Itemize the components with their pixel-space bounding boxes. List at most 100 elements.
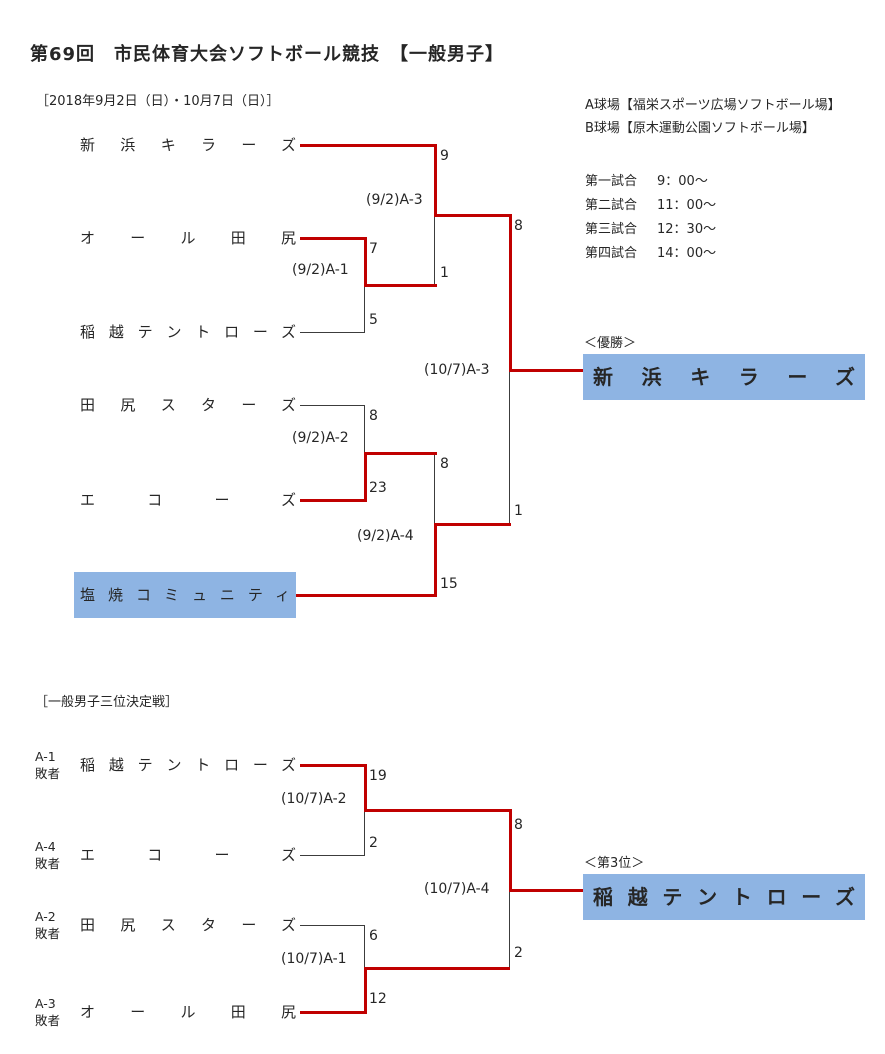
seed-loser-text: 敗者 xyxy=(35,1013,61,1028)
bracket-line xyxy=(364,285,365,333)
team-name-all-tajiri-3rd: オール田尻 xyxy=(80,1003,296,1021)
schedule-time: 14：00～ xyxy=(657,246,717,261)
team-name-echoes-3rd: エコーズ xyxy=(80,846,296,864)
bracket-line-winner xyxy=(509,214,512,372)
bracket-line-winner xyxy=(364,237,367,287)
bracket-line-winner xyxy=(434,144,437,216)
team-name-tajiri-stars-3rd: 田尻スターズ xyxy=(80,916,296,934)
team-name-echoes: エコーズ xyxy=(80,491,296,509)
bracket-line-winner xyxy=(509,889,584,892)
schedule-row: 第四試合 14：00～ xyxy=(585,242,716,266)
bracket-line-winner xyxy=(300,764,365,767)
schedule-time: 9：00～ xyxy=(657,174,708,189)
schedule-time: 11：00～ xyxy=(657,198,717,213)
seed-loser-text: 敗者 xyxy=(35,926,61,941)
bracket-line xyxy=(300,405,365,406)
bracket-line xyxy=(434,453,435,525)
bracket-line xyxy=(509,890,510,969)
bracket-line-winner xyxy=(364,452,367,502)
seed-label-a2-loser: A-2 敗者 xyxy=(35,908,60,942)
score-inagoshi-semi: 19 xyxy=(369,768,387,784)
bracket-line-winner xyxy=(296,594,435,597)
seed-loser-text: 敗者 xyxy=(35,766,61,781)
team-name-inagoshi-tent-rose-3rd: 稲越テントローズ xyxy=(80,756,296,774)
bracket-line-winner xyxy=(300,499,365,502)
game-label-a3: (9/2)A-3 xyxy=(366,192,423,208)
bracket-line-winner xyxy=(364,967,510,970)
game-label-a1: (9/2)A-1 xyxy=(292,262,349,278)
score-a3-winner-final: 8 xyxy=(514,218,523,234)
bracket-line xyxy=(300,855,365,856)
bracket-line-winner xyxy=(364,452,437,455)
schedule-label: 第三試合 xyxy=(585,222,638,237)
schedule-row: 第一試合 9：00～ xyxy=(585,170,716,194)
score-echoes-semi: 2 xyxy=(369,835,378,851)
score-shioyaki-a4: 15 xyxy=(440,576,458,592)
bracket-line-winner xyxy=(434,523,511,526)
bracket-line-winner xyxy=(434,523,437,597)
bracket-line-winner xyxy=(364,764,367,812)
schedule-row: 第三試合 12：30～ xyxy=(585,218,716,242)
third-place-team-name: 稲越テントローズ xyxy=(593,885,855,909)
team-name-inagoshi-tent-rose: 稲越テントローズ xyxy=(80,323,296,341)
score-a2-winner-a4: 8 xyxy=(440,456,449,472)
bracket-line-winner xyxy=(364,967,367,1014)
score-all-tajiri-semi: 12 xyxy=(369,991,387,1007)
bracket-line-winner xyxy=(300,237,365,240)
bracket-line xyxy=(509,370,510,524)
team-name-shioyaki-community: 塩焼コミュニティ xyxy=(80,586,290,604)
bracket-line-winner xyxy=(364,284,437,287)
bracket-line-winner xyxy=(509,809,512,892)
date-note: ［2018年9月2日（日）・10月7日（日）］ xyxy=(36,94,280,109)
third-place-label: ＜第3位＞ xyxy=(584,856,645,871)
game-label-107-a2: (10/7)A-2 xyxy=(281,791,347,807)
third-place-section-title: ［一般男子三位決定戦］ xyxy=(35,695,179,710)
team-name-tajiri-stars: 田尻スターズ xyxy=(80,396,296,414)
score-semi-top-winner: 8 xyxy=(514,817,523,833)
game-label-a4: (9/2)A-4 xyxy=(357,528,414,544)
team-name-all-tajiri: オール田尻 xyxy=(80,229,296,247)
bracket-line-winner xyxy=(364,809,510,812)
bracket-line xyxy=(364,405,365,453)
score-a4-winner-final: 1 xyxy=(514,503,523,519)
game-label-107-a1: (10/7)A-1 xyxy=(281,951,347,967)
score-inagoshi-a1: 5 xyxy=(369,312,378,328)
schedule-row: 第二試合 11：00～ xyxy=(585,194,716,218)
champion-box: 新浜キラーズ xyxy=(583,354,865,400)
venue-b-label: B球場【原木運動公園ソフトボール場】 xyxy=(585,121,815,136)
bracket-line xyxy=(300,332,365,333)
bracket-line-winner xyxy=(434,214,511,217)
champion-label: ＜優勝＞ xyxy=(584,336,637,351)
seed-label-a1-loser: A-1 敗者 xyxy=(35,748,60,782)
seed-code: A-2 xyxy=(35,909,56,924)
game-label-a2: (9/2)A-2 xyxy=(292,430,349,446)
bracket-line-winner xyxy=(509,369,584,372)
score-shinhama-a3: 9 xyxy=(440,148,449,164)
bracket-line xyxy=(300,925,365,926)
bracket-line xyxy=(364,925,365,969)
team-name-shinhama-killers: 新浜キラーズ xyxy=(80,136,296,154)
score-echoes-a2: 23 xyxy=(369,480,387,496)
seed-code: A-3 xyxy=(35,996,56,1011)
team-highlight-box-shioyaki: 塩焼コミュニティ xyxy=(74,572,296,618)
bracket-line-winner xyxy=(300,1011,365,1014)
seed-label-a4-loser: A-4 敗者 xyxy=(35,838,60,872)
bracket-line-winner xyxy=(300,144,435,147)
schedule-time: 12：30～ xyxy=(657,222,717,237)
bracket-line xyxy=(434,215,435,286)
seed-code: A-1 xyxy=(35,749,56,764)
score-tajiri-stars-a2: 8 xyxy=(369,408,378,424)
third-place-box: 稲越テントローズ xyxy=(583,874,865,920)
schedule-list: 第一試合 9：00～ 第二試合 11：00～ 第三試合 12：30～ 第四試合 … xyxy=(585,170,716,266)
seed-label-a3-loser: A-3 敗者 xyxy=(35,995,60,1029)
schedule-label: 第一試合 xyxy=(585,174,638,189)
score-all-tajiri-a1: 7 xyxy=(369,241,378,257)
seed-loser-text: 敗者 xyxy=(35,856,61,871)
score-semi-bottom-winner: 2 xyxy=(514,945,523,961)
bracket-line xyxy=(364,810,365,856)
venue-a-label: A球場【福栄スポーツ広場ソフトボール場】 xyxy=(585,98,841,113)
game-label-107-a4: (10/7)A-4 xyxy=(424,881,490,897)
game-label-final: (10/7)A-3 xyxy=(424,362,490,378)
score-a1-winner-a3: 1 xyxy=(440,265,449,281)
